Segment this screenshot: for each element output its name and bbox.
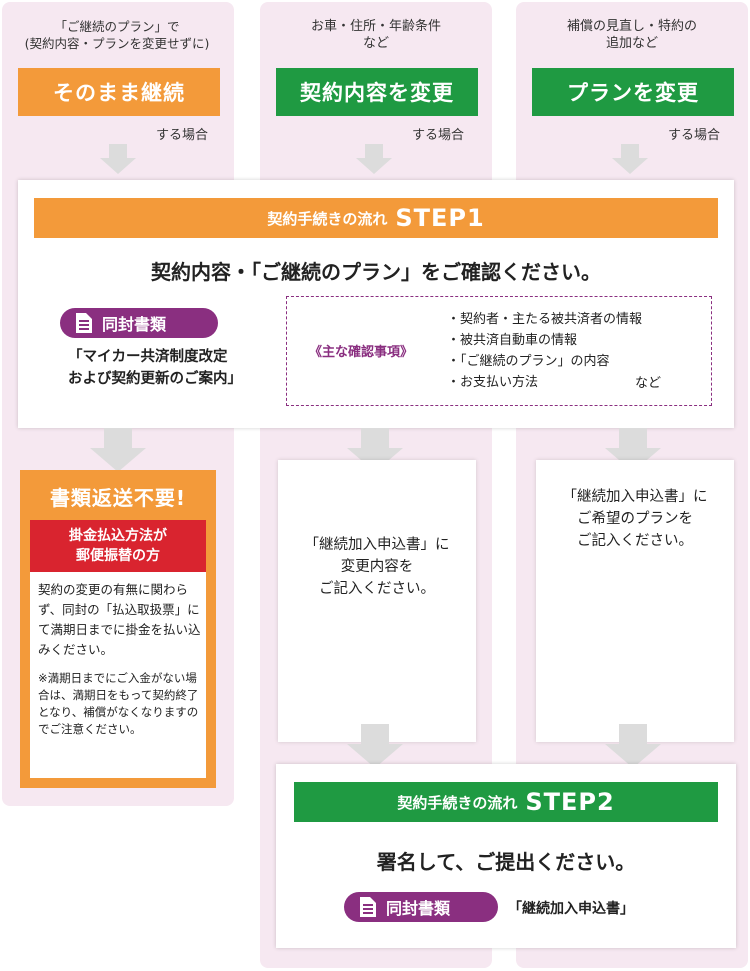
enclosed-doc-name: 「継続加入申込書」 bbox=[508, 901, 634, 917]
header-line: など bbox=[362, 36, 389, 51]
document-icon bbox=[76, 313, 92, 333]
change-plan-instructions: 「継続加入申込書」に ご希望のプランを ご記入ください。 bbox=[536, 460, 734, 742]
step-number: STEP2 bbox=[525, 788, 615, 816]
step1-title: 契約内容・「ご継続のプラン」をご確認ください。 bbox=[151, 260, 601, 284]
column-change-contract-header: お車・住所・年齢条件 など bbox=[270, 18, 482, 52]
choice-change-plan-label: プランを変更 bbox=[532, 68, 734, 116]
list-item: ・被共済自動車の情報 bbox=[447, 333, 578, 348]
confirm-items-label: 《主な確認事項》 bbox=[309, 345, 414, 360]
badge-label: 同封書類 bbox=[102, 315, 167, 334]
step2-panel: 契約手続きの流れ STEP2 署名して、ご提出ください。 同封書類 「継続加入申… bbox=[276, 764, 736, 948]
heading-line: 掛金払込方法が bbox=[69, 528, 167, 544]
confirm-items-etc: など bbox=[635, 376, 662, 391]
header-line: 補償の見直し・特約の bbox=[566, 19, 697, 34]
down-arrow-icon bbox=[356, 144, 392, 174]
heading-line: 郵便振替の方 bbox=[76, 548, 160, 564]
header-line: 「ご継続のプラン」で bbox=[54, 19, 180, 34]
instruction-line: 「継続加入申込書」に bbox=[304, 537, 450, 553]
confirm-items-list: ・契約者・主たる被共済者の情報 ・被共済自動車の情報 ・「ご継続のプラン」の内容… bbox=[447, 309, 642, 393]
instruction-line: ご記入ください。 bbox=[577, 533, 693, 549]
list-item: ・お支払い方法 bbox=[447, 375, 539, 390]
header-line: お車・住所・年齢条件 bbox=[310, 19, 441, 34]
column-continue-header: 「ご継続のプラン」で (契約内容・プランを変更せずに) bbox=[12, 18, 222, 52]
down-arrow-icon bbox=[612, 144, 648, 174]
step1-panel: 契約手続きの流れ STEP1 契約内容・「ご継続のプラン」をご確認ください。 同… bbox=[18, 180, 734, 428]
step2-title: 署名して、ご提出ください。 bbox=[376, 850, 636, 874]
doc-line: 「マイカー共済制度改定 bbox=[68, 349, 228, 365]
badge-label: 同封書類 bbox=[386, 899, 451, 918]
down-arrow-icon bbox=[347, 724, 403, 768]
confirm-items-box: 《主な確認事項》 ・契約者・主たる被共済者の情報 ・被共済自動車の情報 ・「ご継… bbox=[286, 296, 712, 406]
payment-note: ※満期日までにご入金がない場合は、満期日をもって契約終了となり、補償がなくなりま… bbox=[38, 671, 199, 736]
no-return-panel: 書類返送不要! 掛金払込方法が 郵便振替の方 契約の変更の有無に関わらず、同封の… bbox=[20, 470, 216, 788]
step-number: STEP1 bbox=[395, 204, 485, 232]
payment-instructions: 契約の変更の有無に関わらず、同封の「払込取扱票」にて満期日までに掛金を払い込みく… bbox=[38, 582, 201, 657]
instruction-line: 変更内容を bbox=[340, 559, 414, 575]
down-arrow-icon bbox=[605, 724, 661, 768]
enclosed-docs-badge: 同封書類 bbox=[60, 308, 218, 338]
list-item: ・「ご継続のプラン」の内容 bbox=[447, 354, 610, 369]
column-change-plan-header: 補償の見直し・特約の 追加など bbox=[526, 18, 738, 52]
instruction-line: 「継続加入申込書」に bbox=[562, 489, 708, 505]
choice-change-contract-label: 契約内容を変更 bbox=[276, 68, 478, 116]
case-suffix: する場合 bbox=[668, 128, 721, 143]
step-label: 契約手続きの流れ bbox=[267, 209, 388, 228]
header-line: 追加など bbox=[605, 36, 658, 51]
change-contract-instructions: 「継続加入申込書」に 変更内容を ご記入ください。 bbox=[278, 460, 476, 742]
step1-banner: 契約手続きの流れ STEP1 bbox=[34, 198, 718, 238]
step-label: 契約手続きの流れ bbox=[397, 793, 518, 812]
down-arrow-icon bbox=[90, 428, 146, 472]
down-arrow-icon bbox=[100, 144, 136, 174]
no-return-content: 掛金払込方法が 郵便振替の方 契約の変更の有無に関わらず、同封の「払込取扱票」に… bbox=[30, 520, 206, 778]
instruction-line: ご記入ください。 bbox=[319, 581, 435, 597]
step2-banner: 契約手続きの流れ STEP2 bbox=[294, 782, 718, 822]
choice-continue-label: そのまま継続 bbox=[18, 68, 220, 116]
header-line: (契約内容・プランを変更せずに) bbox=[24, 36, 210, 51]
case-suffix: する場合 bbox=[412, 128, 465, 143]
case-suffix: する場合 bbox=[156, 128, 209, 143]
no-return-title: 書類返送不要! bbox=[49, 486, 187, 510]
document-icon bbox=[360, 897, 376, 917]
list-item: ・契約者・主たる被共済者の情報 bbox=[447, 312, 643, 327]
doc-line: および契約更新のご案内」 bbox=[68, 371, 242, 387]
instruction-line: ご希望のプランを bbox=[577, 511, 693, 527]
enclosed-docs-badge: 同封書類 bbox=[344, 892, 498, 922]
postal-transfer-heading: 掛金払込方法が 郵便振替の方 bbox=[30, 520, 206, 572]
enclosed-doc-name: 「マイカー共済制度改定 および契約更新のご案内」 bbox=[68, 346, 242, 390]
